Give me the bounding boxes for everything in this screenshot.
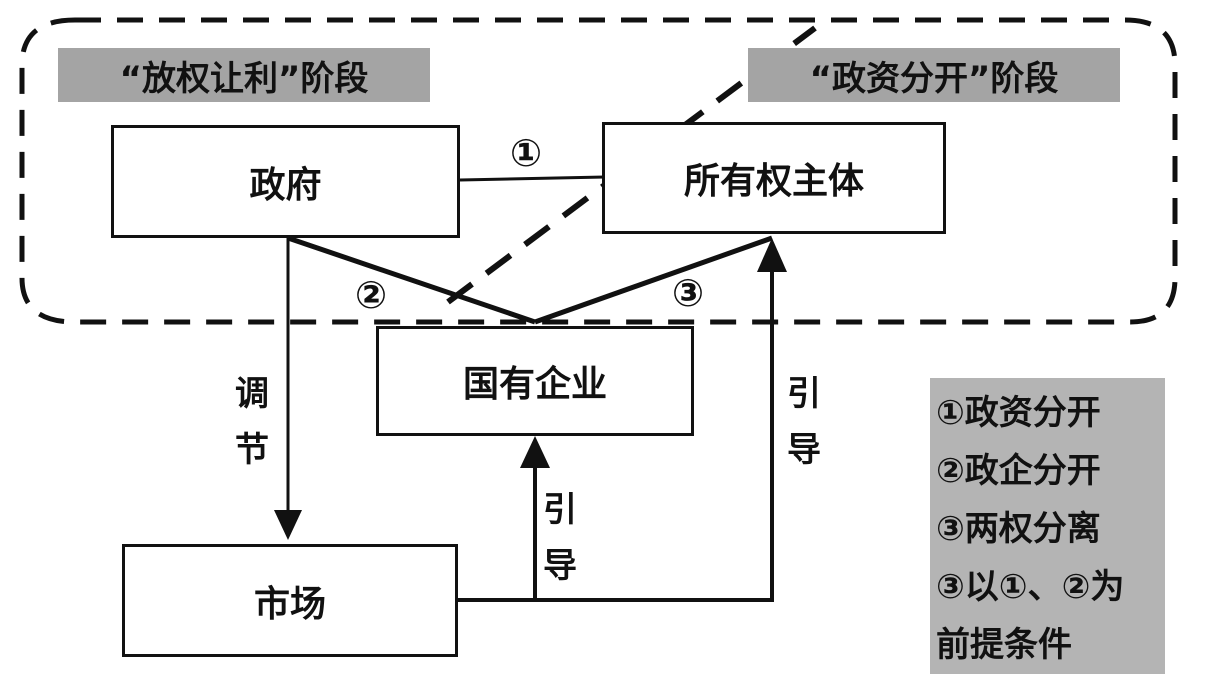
- label-regulate: 调节: [235, 374, 269, 470]
- stage-label-separation: “政资分开”阶段: [748, 48, 1120, 102]
- edge-government-owner: [459, 175, 606, 182]
- marker-three: ③: [672, 271, 705, 315]
- arrowhead-guide-soe: [520, 436, 550, 468]
- legend-item: ①政资分开: [936, 393, 1101, 433]
- label-guide-owner: 引导: [787, 374, 821, 470]
- node-owner: 所有权主体: [602, 122, 946, 234]
- arrowhead-guide-owner: [757, 238, 787, 272]
- legend-item: ②政企分开: [936, 451, 1101, 491]
- edge-owner-soe: [534, 235, 773, 325]
- legend-item: ③两权分离: [936, 509, 1101, 549]
- node-market: 市场: [122, 544, 458, 657]
- label-guide-soe: 引导: [543, 490, 577, 586]
- stage-divider-dashed: [446, 25, 817, 305]
- edge-government-soe: [287, 235, 536, 325]
- guide-path: [458, 270, 774, 602]
- marker-one: ①: [510, 131, 543, 175]
- stage-label-decentralization: “放权让利”阶段: [58, 48, 430, 102]
- arrowhead-regulate: [274, 510, 302, 540]
- legend-item: 前提条件: [936, 625, 1072, 665]
- node-government: 政府: [111, 125, 460, 238]
- legend-box: ①政资分开 ②政企分开 ③两权分离 ③以①、②为 前提条件: [930, 378, 1165, 674]
- node-soe: 国有企业: [376, 326, 694, 436]
- legend-item: ③以①、②为: [936, 567, 1125, 607]
- marker-two: ②: [355, 273, 388, 317]
- stage-boundary-dashed: [19, 17, 1178, 325]
